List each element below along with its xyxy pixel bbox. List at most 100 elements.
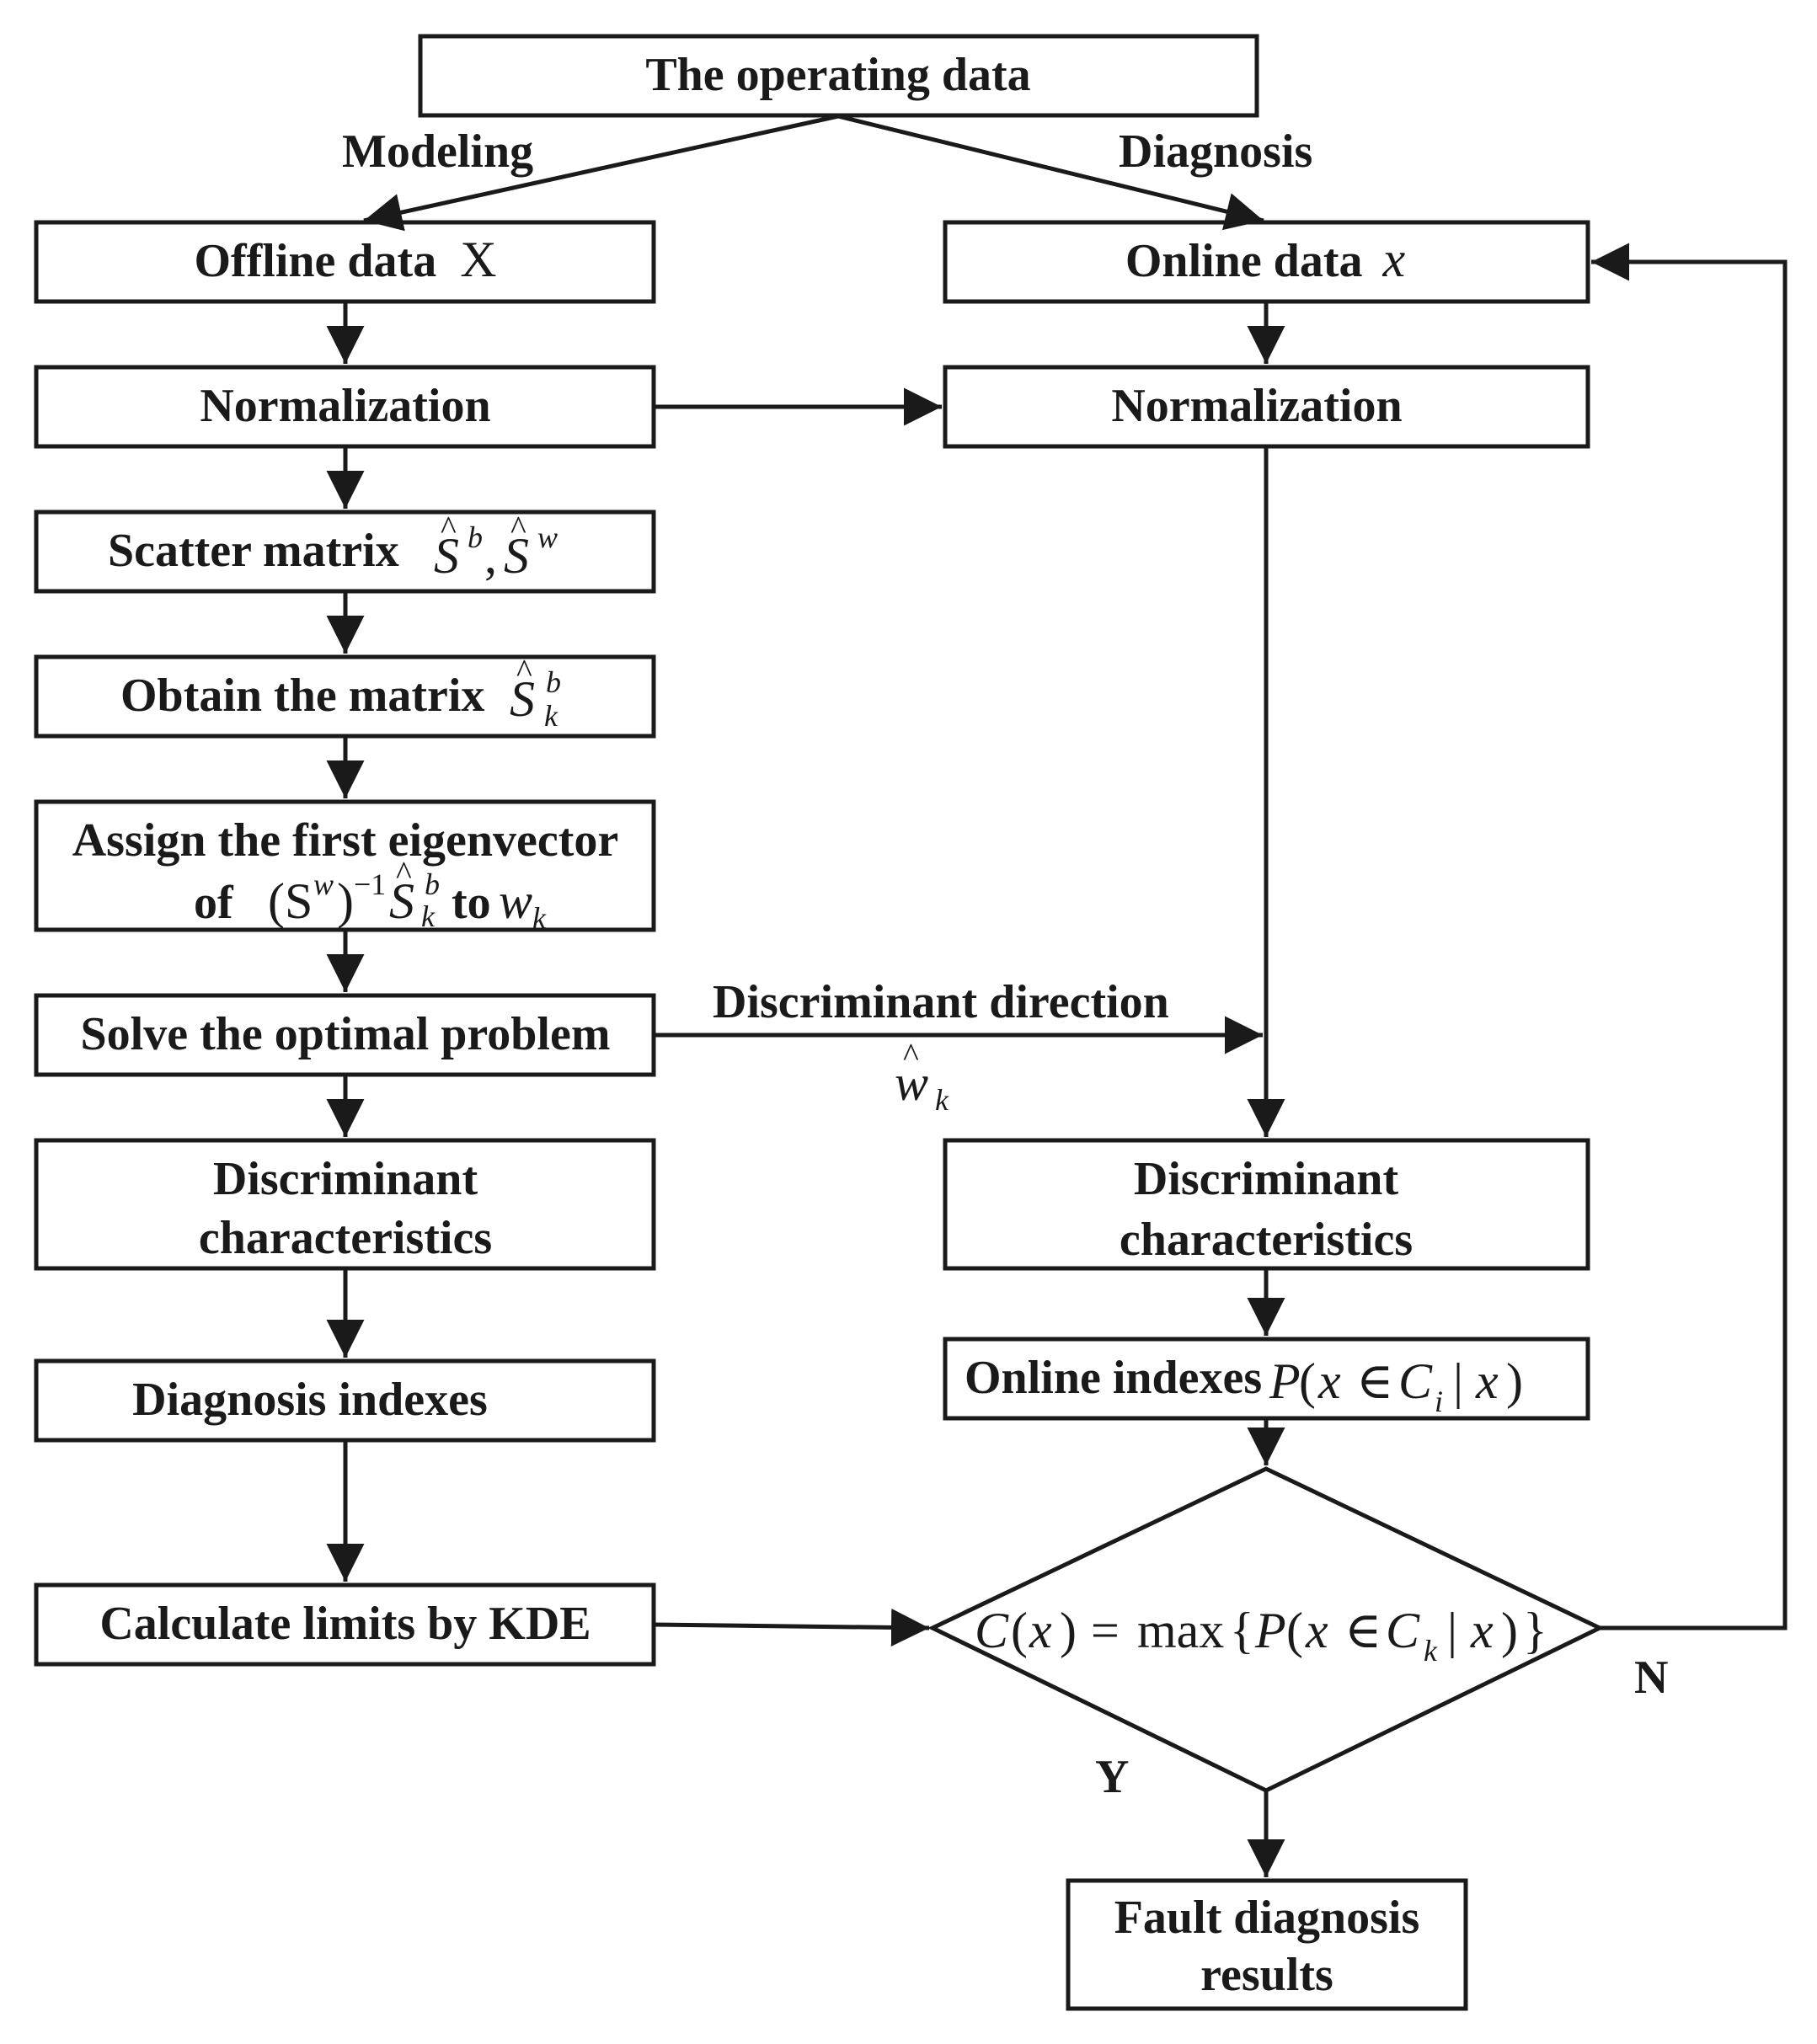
svg-text:b: b [546, 665, 561, 699]
svg-text:S: S [504, 528, 529, 584]
svg-text:P: P [1254, 1603, 1286, 1658]
node-online-indexes-label: Online indexes [965, 1352, 1262, 1404]
svg-text:(: ( [1011, 1603, 1028, 1658]
svg-text:): ) [1501, 1603, 1518, 1658]
svg-text:C: C [1398, 1353, 1433, 1409]
edge-operating-to-offline [363, 114, 839, 232]
svg-text:^: ^ [903, 1036, 919, 1074]
edge-decision-no-loop [1591, 243, 1788, 1630]
label-disc-direction-symbol: w ^ k [895, 1036, 949, 1117]
node-assign-eigenvector: Assign the first eigenvector of (S w ) −… [34, 799, 656, 935]
svg-text:|: | [1447, 1603, 1457, 1658]
svg-text:k: k [421, 899, 436, 933]
svg-text:S: S [434, 528, 459, 584]
svg-text:∈: ∈ [1356, 1353, 1393, 1409]
svg-text:^: ^ [396, 854, 412, 892]
svg-text:−1: −1 [354, 867, 386, 901]
node-solve-problem: Solve the optimal problem [34, 993, 656, 1077]
svg-text:k: k [935, 1083, 949, 1117]
node-operating-data-label: The operating data [645, 49, 1030, 101]
svg-text:k: k [544, 699, 558, 733]
svg-text:max: max [1137, 1603, 1224, 1658]
svg-text:k: k [1424, 1634, 1438, 1668]
node-calc-limits: Calculate limits by KDE [34, 1582, 656, 1667]
svg-text:}: } [1523, 1603, 1547, 1658]
svg-text:=: = [1091, 1603, 1120, 1658]
node-online-data-label: Online data [1125, 235, 1363, 287]
svg-text:x: x [1475, 1353, 1499, 1409]
node-normalization-left-label: Normalization [200, 380, 490, 432]
node-obtain-matrix: Obtain the matrix S ^ b k [34, 652, 656, 739]
svg-text:{: { [1230, 1603, 1254, 1658]
node-fault-results-line1: Fault diagnosis [1114, 1892, 1420, 1944]
svg-text:x: x [1305, 1603, 1328, 1658]
label-yes: Y [1095, 1751, 1129, 1803]
node-online-indexes: Online indexes P ( x ∈ C i | x ) [943, 1337, 1590, 1421]
decision-formula: C ( x ) = max { P ( x ∈ C k | x ) } [975, 1603, 1547, 1668]
node-solve-problem-label: Solve the optimal problem [81, 1008, 611, 1060]
svg-text:k: k [532, 901, 547, 935]
online-indexes-formula: P ( x ∈ C i | x ) [1269, 1353, 1523, 1418]
edge-limits-to-decision [653, 1608, 930, 1646]
node-disc-char-left-line2: characteristics [199, 1212, 492, 1264]
node-diagnosis-indexes: Diagnosis indexes [34, 1358, 656, 1443]
svg-text:P: P [1269, 1353, 1301, 1409]
node-offline-data: Offline data X [34, 220, 656, 304]
svg-text:S: S [510, 671, 535, 727]
label-no: N [1634, 1652, 1668, 1704]
node-normalization-right-label: Normalization [1111, 380, 1402, 432]
svg-text:∈: ∈ [1344, 1603, 1381, 1658]
svg-text:|: | [1453, 1353, 1463, 1409]
svg-text:w: w [895, 1055, 928, 1111]
svg-text:C: C [1386, 1603, 1420, 1658]
node-disc-char-left-line1: Discriminant [213, 1153, 478, 1205]
edges [326, 114, 1788, 1877]
obtain-matrix-symbol: S ^ b k [510, 652, 561, 733]
svg-text:): ) [1060, 1603, 1077, 1658]
node-fault-results: Fault diagnosis results [1066, 1878, 1468, 2011]
node-assign-to: to [452, 877, 491, 929]
node-diagnosis-indexes-label: Diagnosis indexes [132, 1374, 488, 1426]
svg-text:^: ^ [510, 509, 526, 547]
svg-text:x: x [1470, 1603, 1494, 1658]
svg-text:^: ^ [516, 652, 532, 690]
label-disc-direction: Discriminant direction [713, 976, 1169, 1028]
svg-text:(: ( [1299, 1353, 1316, 1409]
node-calc-limits-label: Calculate limits by KDE [99, 1598, 591, 1650]
node-disc-char-left: Discriminant characteristics [34, 1138, 656, 1271]
svg-text:^: ^ [441, 509, 457, 547]
node-obtain-matrix-label: Obtain the matrix [120, 670, 484, 722]
node-normalization-right: Normalization [943, 365, 1590, 449]
label-modeling: Modeling [342, 125, 533, 178]
node-disc-char-right-line2: characteristics [1120, 1214, 1413, 1266]
scatter-matrix-symbol: S ^ b , S ^ w [434, 509, 558, 584]
assign-w-k-symbol: w k [499, 873, 547, 935]
online-data-symbol: x [1381, 232, 1405, 287]
offline-data-symbol: X [460, 232, 496, 287]
svg-text:C: C [975, 1603, 1009, 1658]
svg-text:b: b [468, 520, 483, 554]
svg-text:w: w [499, 873, 532, 929]
node-disc-char-right-line1: Discriminant [1134, 1153, 1399, 1205]
svg-text:S: S [389, 873, 414, 929]
svg-text:x: x [1317, 1353, 1341, 1409]
label-diagnosis: Diagnosis [1119, 125, 1312, 178]
node-offline-data-label: Offline data [194, 235, 436, 287]
svg-text:,: , [484, 528, 497, 584]
edge-operating-to-online [837, 114, 1264, 231]
node-online-data: Online data x [943, 220, 1590, 304]
node-operating-data: The operating data [418, 34, 1259, 118]
svg-text:b: b [425, 867, 440, 901]
svg-text:x: x [1029, 1603, 1052, 1658]
node-scatter-matrix: Scatter matrix S ^ b , S ^ w [34, 509, 656, 594]
node-assign-line1: Assign the first eigenvector [72, 814, 619, 867]
node-fault-results-line2: results [1200, 1949, 1333, 2001]
svg-text:i: i [1435, 1385, 1443, 1418]
node-assign-of: of [194, 877, 234, 929]
svg-text:(: ( [1286, 1603, 1303, 1658]
assign-matrix-expression: (S w ) −1 S ^ b k [268, 854, 440, 933]
svg-text:w: w [313, 867, 334, 901]
svg-text:): ) [1506, 1353, 1523, 1409]
